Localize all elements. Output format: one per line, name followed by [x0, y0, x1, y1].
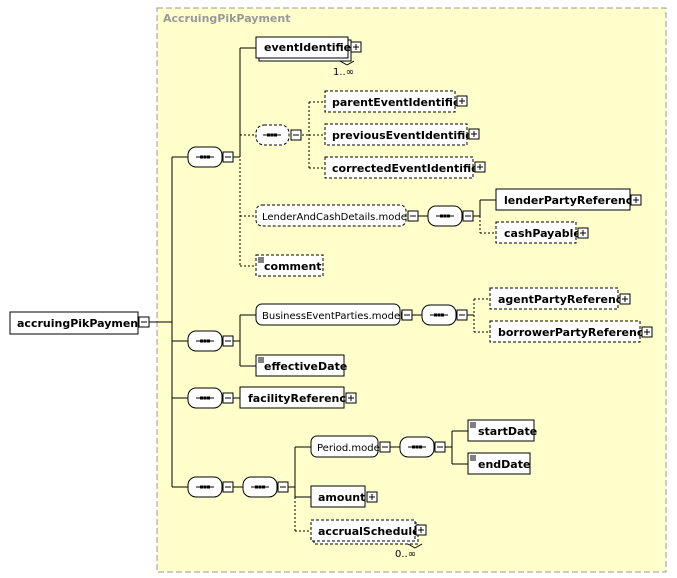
- sequence-compositor-2: [187, 330, 234, 352]
- sequence-compositor-parties: [421, 304, 468, 326]
- collapse-minus-icon[interactable]: [407, 210, 419, 222]
- element-label: startDate: [478, 425, 537, 438]
- collapse-minus-icon[interactable]: [401, 309, 413, 321]
- group-label: LenderAndCashDetails.model: [262, 212, 410, 223]
- root-element[interactable]: accruingPikPayment: [9, 311, 150, 335]
- element-start-date[interactable]: startDate: [467, 419, 537, 442]
- element-lender-party-reference[interactable]: lenderPartyReference: [495, 188, 642, 211]
- group-label: BusinessEventParties.model: [262, 311, 403, 322]
- expand-plus-icon[interactable]: [619, 293, 631, 305]
- sequence-compositor-4: [187, 476, 234, 498]
- element-label: eventIdentifier: [264, 41, 357, 54]
- element-cash-payable[interactable]: cashPayable: [495, 221, 589, 244]
- element-end-date[interactable]: endDate: [467, 452, 531, 475]
- element-label: endDate: [478, 458, 530, 471]
- element-label: parentEventIdentifier: [332, 96, 466, 109]
- connector-lines: [149, 47, 496, 532]
- element-label: lenderPartyReference: [504, 194, 640, 207]
- group-label: Period.model: [317, 443, 383, 454]
- collapse-minus-icon[interactable]: [222, 392, 234, 404]
- expand-plus-icon[interactable]: [415, 524, 427, 536]
- group-period-model[interactable]: Period.model: [310, 435, 391, 458]
- expand-plus-icon[interactable]: [474, 161, 486, 173]
- element-amount[interactable]: amount: [310, 485, 378, 508]
- sequence-compositor-1: [187, 146, 234, 168]
- root-element-label: accruingPikPayment: [17, 317, 143, 330]
- element-parent-event-identifier[interactable]: parentEventIdentifier: [324, 90, 468, 113]
- collapse-minus-icon[interactable]: [277, 481, 289, 493]
- collapse-minus-icon[interactable]: [462, 210, 474, 222]
- group-lender-and-cash-details[interactable]: LenderAndCashDetails.model: [255, 204, 419, 227]
- element-agent-party-reference[interactable]: agentPartyReference: [489, 287, 631, 310]
- element-label: effectiveDate: [264, 360, 347, 373]
- element-label: borrowerPartyReference: [498, 326, 651, 339]
- element-label: correctedEventIdentifier: [332, 162, 485, 175]
- element-borrower-party-reference[interactable]: borrowerPartyReference: [489, 320, 653, 343]
- complex-type-title: AccruingPikPayment: [163, 12, 290, 25]
- expand-plus-icon[interactable]: [366, 491, 378, 503]
- element-label: previousEventIdentifier: [332, 129, 479, 142]
- element-previous-event-identifier[interactable]: previousEventIdentifier: [324, 123, 480, 146]
- collapse-minus-icon[interactable]: [222, 151, 234, 163]
- expand-plus-icon[interactable]: [345, 392, 357, 404]
- element-label: agentPartyReference: [498, 293, 630, 306]
- collapse-minus-icon[interactable]: [379, 441, 391, 453]
- element-event-identifier[interactable]: eventIdentifier 1..∞: [255, 36, 362, 78]
- sequence-compositor-period: [399, 436, 446, 458]
- element-effective-date[interactable]: effectiveDate: [255, 354, 347, 377]
- expand-plus-icon[interactable]: [577, 227, 589, 239]
- element-label: amount: [318, 491, 365, 504]
- sequence-compositor-3: [187, 387, 234, 409]
- expand-plus-icon[interactable]: [456, 95, 468, 107]
- choice-compositor: [255, 124, 302, 146]
- occurrence-label: 1..∞: [333, 67, 354, 78]
- group-business-event-parties[interactable]: BusinessEventParties.model: [255, 303, 413, 326]
- element-label: facilityReference: [248, 392, 353, 405]
- element-accrual-schedule[interactable]: accrualSchedule 0..∞: [310, 519, 427, 560]
- element-facility-reference[interactable]: facilityReference: [239, 386, 357, 409]
- element-comment[interactable]: comment: [255, 254, 324, 277]
- collapse-minus-icon[interactable]: [222, 481, 234, 493]
- collapse-minus-icon[interactable]: [434, 441, 446, 453]
- element-label: comment: [264, 260, 322, 273]
- expand-plus-icon[interactable]: [468, 128, 480, 140]
- occurrence-label: 0..∞: [395, 549, 416, 560]
- collapse-minus-icon[interactable]: [456, 309, 468, 321]
- element-corrected-event-identifier[interactable]: correctedEventIdentifier: [324, 156, 486, 179]
- collapse-minus-icon[interactable]: [138, 316, 150, 328]
- element-label: accrualSchedule: [318, 525, 420, 538]
- expand-plus-icon[interactable]: [630, 194, 642, 206]
- collapse-minus-icon[interactable]: [222, 335, 234, 347]
- sequence-compositor-lender: [427, 205, 474, 227]
- collapse-minus-icon[interactable]: [290, 129, 302, 141]
- expand-plus-icon[interactable]: [350, 41, 362, 53]
- element-label: cashPayable: [504, 227, 581, 240]
- expand-plus-icon[interactable]: [641, 326, 653, 338]
- sequence-compositor-5: [242, 476, 289, 498]
